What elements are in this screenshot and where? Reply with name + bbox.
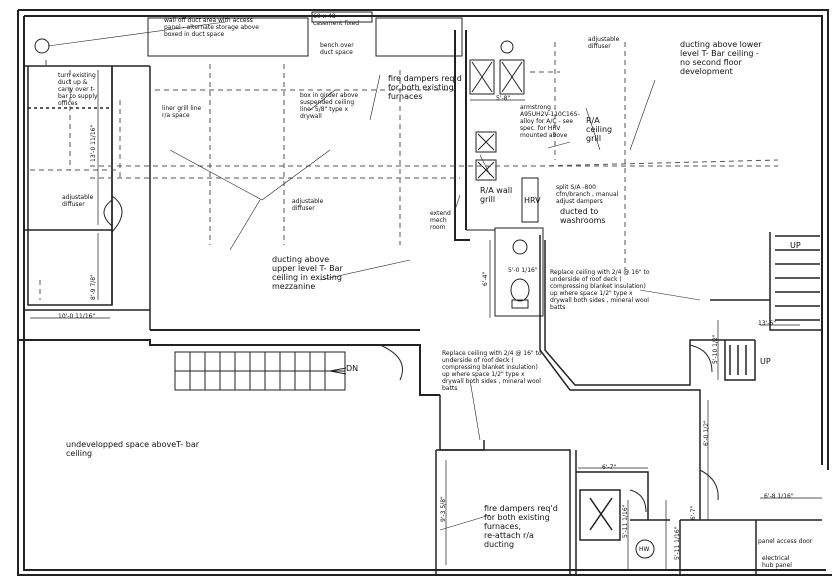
note-liner-grill: liner grill line r/a space bbox=[162, 105, 202, 119]
note-wall-off-duct: wall off duct area with access panel - a… bbox=[164, 17, 259, 38]
door-swing-4 bbox=[689, 344, 713, 373]
label-dn: DN bbox=[346, 364, 359, 373]
note-casement: 60 x 48 casement fixed bbox=[313, 13, 360, 27]
dim-6-8: 6'-8 1/16" bbox=[764, 493, 794, 500]
note-panel-access-door: panel access door bbox=[758, 538, 813, 545]
note-ra-ceiling-grill: R/A ceiling grill bbox=[586, 116, 613, 143]
duct-runs bbox=[30, 42, 779, 300]
note-extend-mech-room: extend mech room bbox=[430, 210, 451, 231]
left-offices bbox=[24, 65, 151, 330]
note-electrical-panel: electrical hub panel bbox=[762, 555, 792, 569]
note-turn-existing-duct: turn existing duct up & carry over t- ba… bbox=[58, 72, 98, 107]
dimension-lines bbox=[30, 70, 822, 570]
note-adjustable-diffuser-top: adjustable diffuser bbox=[588, 36, 620, 50]
dim-6-4: 6'-4" bbox=[482, 271, 489, 286]
note-split-sa: split S/A -800 cfm/branch , manual adjus… bbox=[556, 184, 619, 205]
dim-5-11-b: 5'-11 1/16" bbox=[674, 526, 681, 560]
mezzanine-edge bbox=[18, 30, 470, 396]
stair-down bbox=[174, 351, 347, 391]
dim-6-0: 6'-0 1/2" bbox=[703, 420, 710, 446]
dim-13-6: 13'-6" bbox=[758, 320, 777, 327]
note-armstrong: armstrong A95UH2V-110C16S- alloy for A/C… bbox=[520, 104, 580, 139]
dim-8-9: 8'-9 7/8" bbox=[90, 274, 97, 300]
dim-5-11-a: 5'-11 1/16" bbox=[622, 504, 629, 538]
label-up-right: UP bbox=[790, 241, 801, 250]
dim-6-7-b: 6'-7" bbox=[690, 505, 697, 520]
note-ducted-to-washrooms: ducted to washrooms bbox=[560, 207, 606, 225]
note-adjustable-diffuser-left: adjustable diffuser bbox=[62, 194, 94, 208]
furnaces bbox=[34, 38, 539, 231]
note-replace-ceiling-mid: Replace ceiling with 2/4 @ 16" to unders… bbox=[442, 350, 542, 392]
lower-rooms bbox=[435, 395, 822, 575]
casement-window bbox=[147, 11, 463, 57]
door-swing bbox=[111, 195, 123, 233]
note-fire-dampers-top: fire dampers req'd for both existing fur… bbox=[388, 74, 462, 101]
note-fire-dampers-bottom: fire dampers req'd for both existing fur… bbox=[484, 504, 558, 549]
dim-5-10: 5'-10 1/2" bbox=[712, 334, 719, 364]
door-swing-3 bbox=[379, 344, 403, 381]
door-swing-6 bbox=[629, 489, 647, 513]
note-ducting-upper-level: ducting above upper level T- Bar ceiling… bbox=[272, 255, 343, 291]
dim-5-0: 5'-0 1/16" bbox=[508, 267, 538, 274]
dim-5-8: 5'-8" bbox=[496, 95, 511, 102]
label-hw: HW bbox=[639, 546, 650, 553]
note-adjustable-diffuser-mid: adjustable diffuser bbox=[292, 198, 324, 212]
exterior-walls bbox=[17, 9, 832, 576]
washroom bbox=[494, 227, 544, 317]
note-replace-ceiling-right: Replace ceiling with 2/4 @ 16" to unders… bbox=[550, 269, 650, 311]
note-undeveloped-space: undevelopped space aboveT- bar ceiling bbox=[66, 440, 200, 458]
dim-6-7: 6'-7" bbox=[602, 464, 617, 471]
leader-lines bbox=[47, 21, 701, 531]
note-box-in-girder: box in girder above suspended ceiling li… bbox=[300, 92, 359, 120]
note-hrv: HRV bbox=[524, 196, 541, 205]
right-corridor bbox=[539, 232, 822, 520]
door-swing-5 bbox=[699, 469, 719, 501]
dim-13-0: 13'-0 11/16" bbox=[90, 124, 97, 162]
dim-10-0: 10'-0 11/16" bbox=[58, 313, 96, 320]
dim-9-3: 9'-3 5/8" bbox=[440, 496, 447, 522]
label-up-small: UP bbox=[760, 357, 771, 366]
note-bench: bench over duct space bbox=[320, 42, 354, 56]
hot-water-heater bbox=[635, 539, 655, 559]
note-ducting-lower-level: ducting above lower level T- Bar ceiling… bbox=[680, 40, 762, 76]
note-ra-wall-grill: R/A wall grill bbox=[480, 186, 513, 204]
door-swing-2 bbox=[103, 199, 113, 227]
